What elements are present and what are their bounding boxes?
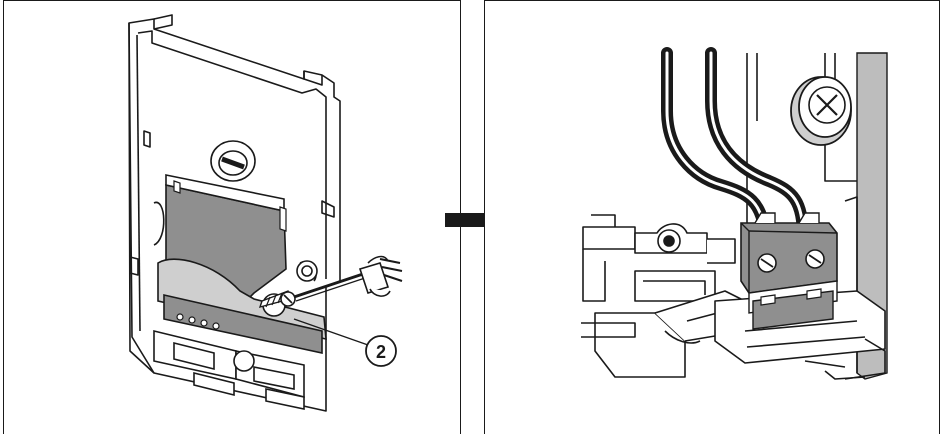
callout-number: 2 [376,342,386,362]
wires [661,47,809,243]
wall-screw-icon [790,76,852,146]
callout-leader [293,318,369,346]
callout-circle [365,335,397,367]
right-panel-wire-terminal-detail [484,0,940,434]
terminal-detail-drawing [581,47,888,380]
terminal-contacts [176,313,220,330]
cover-lip [157,258,327,341]
wall-plate-inner-edge [137,30,327,279]
screwdriver-icon [293,255,403,302]
mounting-hole [296,260,318,282]
terminal-block [740,212,838,330]
screw-icon [258,290,296,317]
bottom-connector-block [153,329,305,410]
left-panel-wall-plate-illustration: 2 [3,0,461,434]
terminal-strip [163,293,323,354]
wall-plate-drawing: 2 [128,14,403,412]
